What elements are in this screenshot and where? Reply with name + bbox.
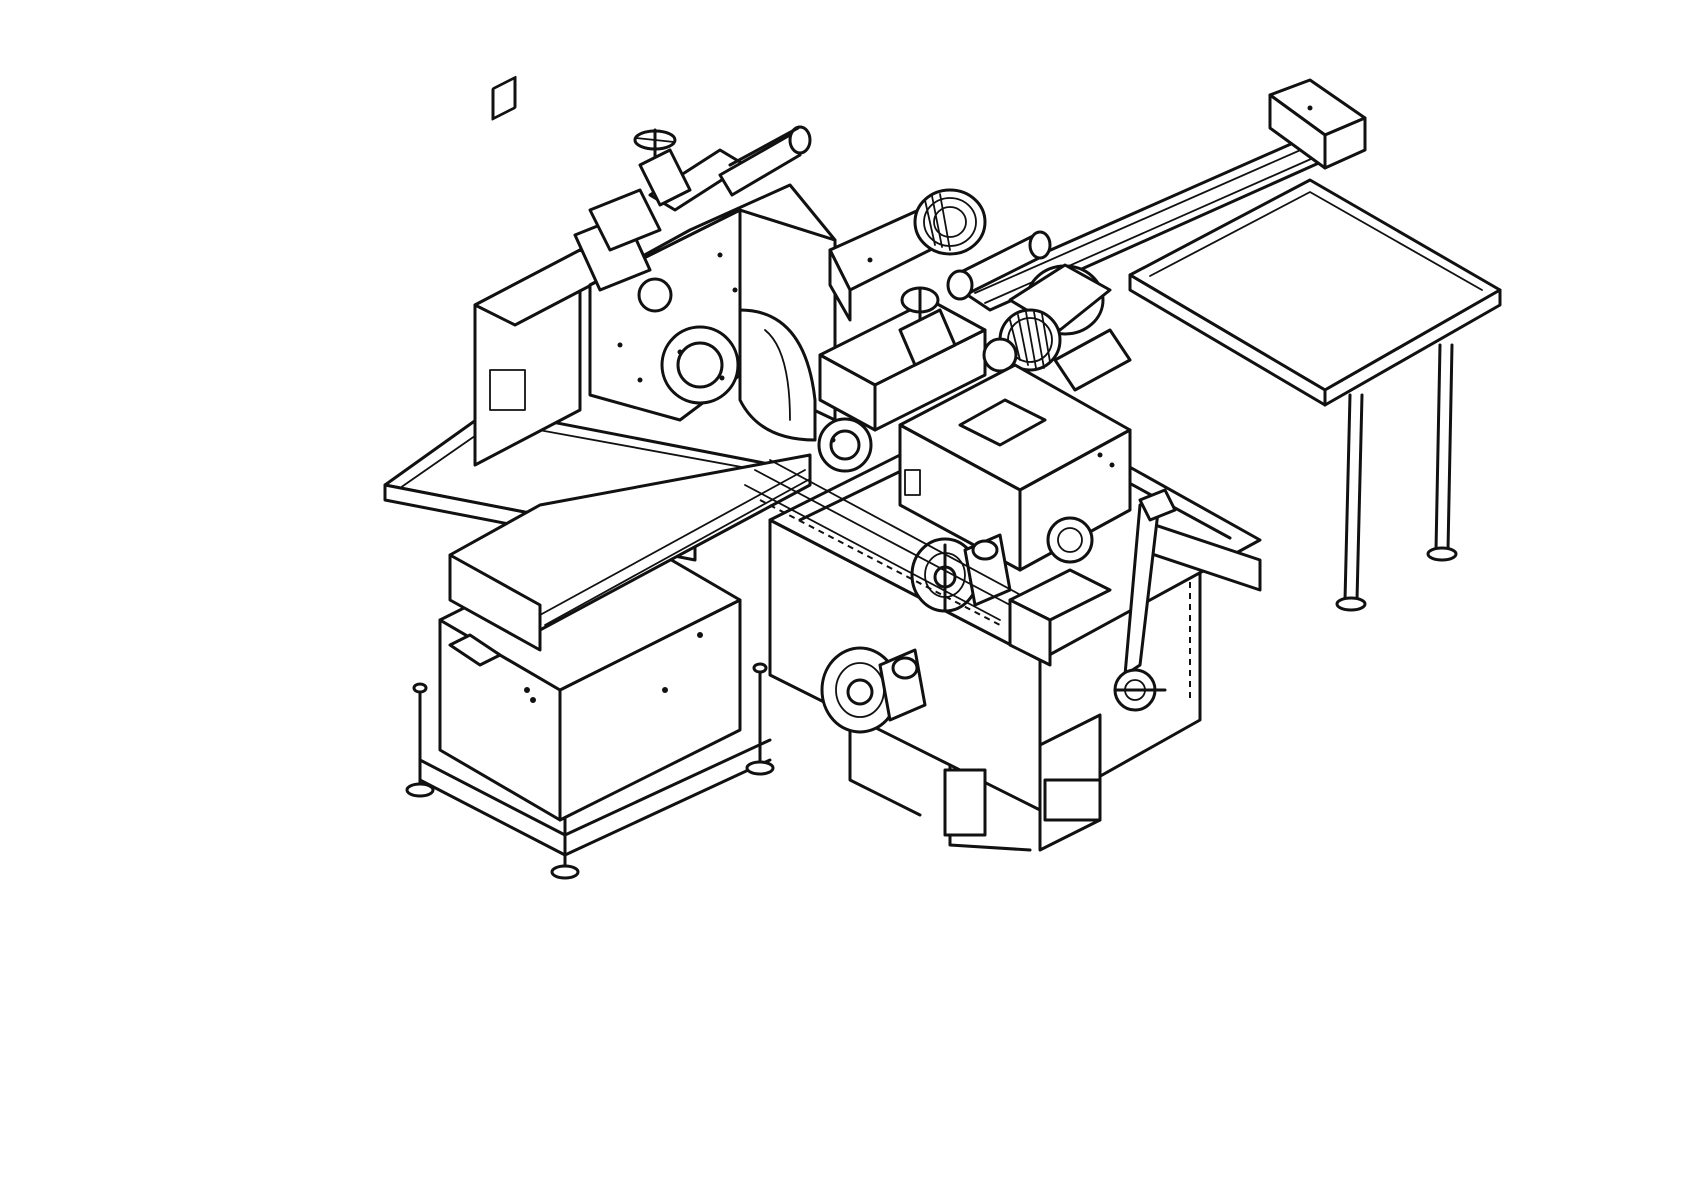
infeed-handwheel[interactable]: [820, 646, 927, 734]
side-table: [1128, 178, 1502, 612]
slideways: [744, 459, 1112, 667]
tailstock-lever[interactable]: [1113, 488, 1177, 712]
spindle-hub: [817, 417, 873, 473]
dresser-arm: [633, 125, 812, 212]
work-drive-motor: [982, 263, 1132, 392]
table-leg: [1335, 393, 1367, 612]
headstock: [898, 363, 1132, 572]
table-leg: [1426, 343, 1458, 562]
cross-slide: [818, 230, 1052, 432]
rear-column: [473, 75, 622, 467]
feeder-unit: [383, 408, 812, 880]
wheel-drive-motor: [828, 188, 987, 322]
wheelhead: [573, 183, 837, 442]
